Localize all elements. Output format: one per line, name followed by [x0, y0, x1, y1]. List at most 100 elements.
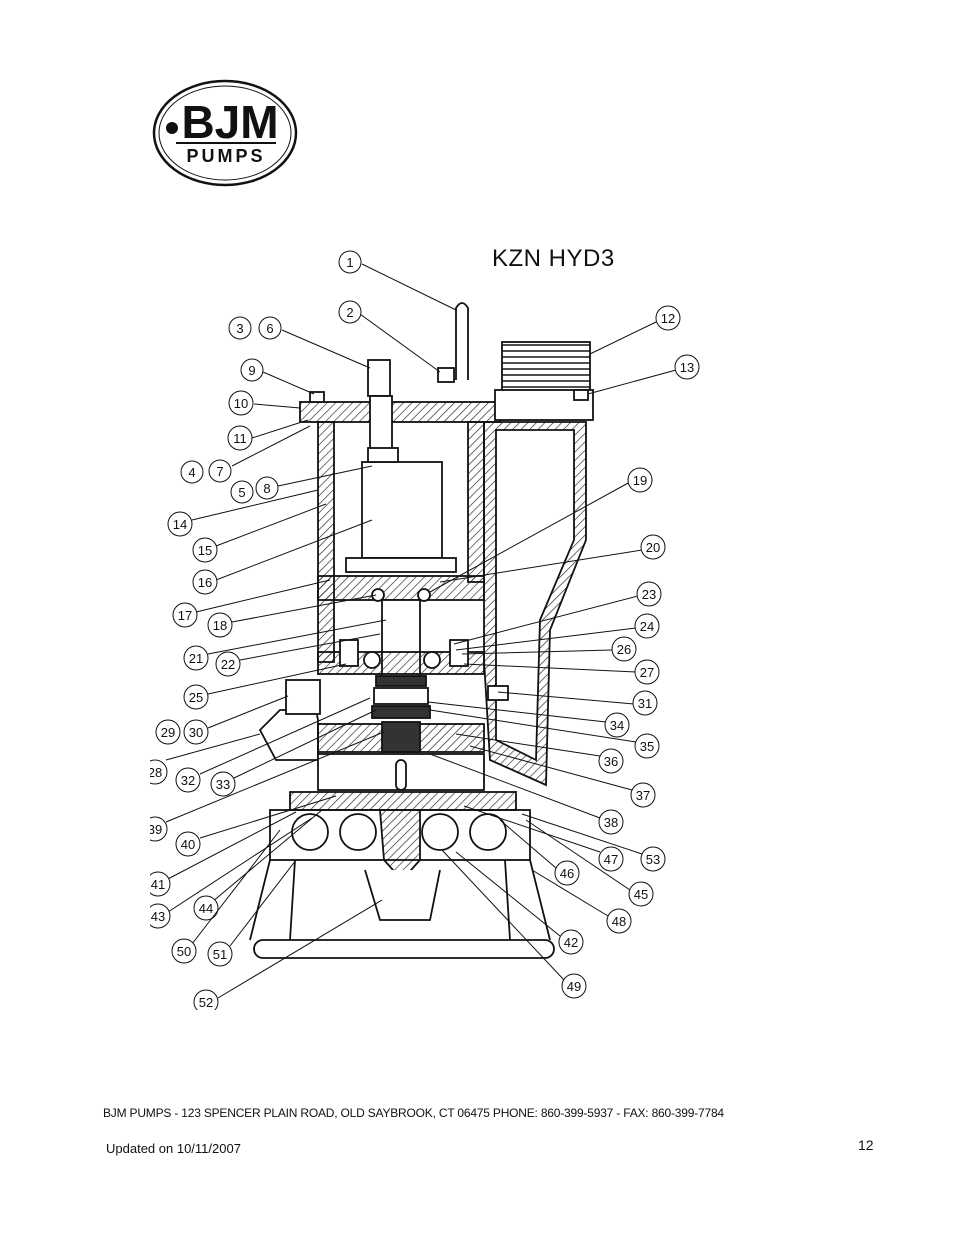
callout-3: 3: [228, 316, 252, 340]
svg-text:2: 2: [346, 305, 353, 320]
callout-11: 11: [227, 419, 309, 451]
callout-39: 39: [150, 731, 385, 842]
svg-text:43: 43: [151, 909, 165, 924]
svg-text:52: 52: [199, 995, 213, 1010]
callout-12: 12: [589, 305, 681, 355]
callout-9: 9: [240, 358, 315, 395]
svg-text:24: 24: [640, 619, 654, 634]
svg-text:27: 27: [640, 665, 654, 680]
bjm-pumps-logo: BJM PUMPS: [150, 78, 300, 188]
callout-25: 25: [183, 663, 347, 710]
svg-text:5: 5: [238, 485, 245, 500]
svg-text:7: 7: [216, 464, 223, 479]
callout-16: 16: [192, 519, 373, 595]
callout-28: 28: [150, 733, 261, 785]
svg-text:38: 38: [604, 815, 618, 830]
callout-6: 6: [258, 316, 371, 369]
diagram-title: KZN HYD3: [492, 245, 615, 272]
callout-4: 4: [180, 460, 204, 484]
svg-text:33: 33: [216, 777, 230, 792]
svg-text:28: 28: [150, 765, 162, 780]
svg-text:3: 3: [236, 321, 243, 336]
svg-text:44: 44: [199, 901, 213, 916]
callout-48: 48: [531, 869, 632, 934]
svg-text:14: 14: [173, 517, 187, 532]
svg-text:29: 29: [161, 725, 175, 740]
svg-text:36: 36: [604, 754, 618, 769]
callout-50: 50: [171, 829, 281, 964]
svg-text:39: 39: [150, 822, 162, 837]
svg-text:37: 37: [636, 788, 650, 803]
pump-cross-section-diagram: 1 2 3 6 9 10 11 4 7 5 8 14 15 16 17 18 2…: [150, 250, 700, 1010]
svg-text:34: 34: [610, 718, 624, 733]
callout-43: 43: [150, 817, 313, 929]
callout-37: 37: [469, 745, 656, 808]
callout-38: 38: [429, 753, 624, 835]
svg-text:1: 1: [346, 255, 353, 270]
svg-text:16: 16: [198, 575, 212, 590]
pump-body: [249, 302, 594, 959]
callout-30: 30: [183, 695, 289, 745]
callout-45: 45: [525, 819, 654, 907]
svg-text:40: 40: [181, 837, 195, 852]
callout-34: 34: [427, 701, 630, 738]
callout-49: 49: [441, 849, 587, 999]
svg-text:48: 48: [612, 914, 626, 929]
callout-2: 2: [338, 300, 441, 373]
callout-1: 1: [338, 250, 457, 311]
callout-32: 32: [175, 697, 371, 793]
callout-20: 20: [439, 534, 666, 583]
svg-text:21: 21: [189, 651, 203, 666]
svg-text:10: 10: [234, 396, 248, 411]
svg-text:11: 11: [233, 431, 247, 446]
svg-text:30: 30: [189, 725, 203, 740]
callout-44: 44: [193, 809, 323, 921]
svg-text:9: 9: [248, 363, 255, 378]
svg-text:31: 31: [638, 696, 652, 711]
callout-40: 40: [175, 795, 337, 857]
callout-33: 33: [210, 709, 377, 797]
svg-text:12: 12: [661, 311, 675, 326]
callout-17: 17: [172, 579, 331, 628]
callout-24: 24: [455, 613, 660, 651]
updated-date: Updated on 10/11/2007: [106, 1141, 241, 1156]
callout-41: 41: [150, 811, 297, 897]
callout-22: 22: [215, 633, 381, 677]
page-number: 12: [858, 1137, 874, 1153]
svg-text:45: 45: [634, 887, 648, 902]
svg-text:32: 32: [181, 773, 195, 788]
callout-31: 31: [497, 690, 658, 716]
svg-text:42: 42: [564, 935, 578, 950]
callout-52: 52: [193, 899, 383, 1010]
svg-text:17: 17: [178, 608, 192, 623]
callout-29: 29: [155, 719, 181, 745]
logo-pumps-text: PUMPS: [186, 146, 265, 166]
callout-51: 51: [207, 859, 297, 967]
callout-23: 23: [453, 581, 662, 645]
svg-text:6: 6: [266, 321, 273, 336]
callout-7: 7: [208, 425, 311, 483]
callout-19: 19: [429, 467, 653, 593]
callout-5: 5: [230, 480, 254, 504]
svg-text:4: 4: [188, 465, 195, 480]
callout-14: 14: [167, 489, 319, 537]
callout-36: 36: [455, 733, 624, 774]
callout-8: 8: [255, 465, 373, 500]
callout-42: 42: [455, 851, 584, 955]
svg-text:18: 18: [213, 618, 227, 633]
callout-18: 18: [207, 594, 377, 638]
callout-10: 10: [228, 390, 301, 416]
svg-text:25: 25: [189, 690, 203, 705]
svg-text:19: 19: [633, 473, 647, 488]
svg-text:49: 49: [567, 979, 581, 994]
svg-text:51: 51: [213, 947, 227, 962]
callout-53: 53: [521, 813, 666, 872]
callout-labels: 1 2 3 6 9 10 11 4 7 5 8 14 15 16 17 18 2…: [150, 250, 700, 1010]
logo-emblem: BJM PUMPS: [152, 79, 298, 187]
svg-text:15: 15: [198, 543, 212, 558]
svg-text:8: 8: [263, 481, 270, 496]
svg-text:23: 23: [642, 587, 656, 602]
callout-26: 26: [461, 636, 637, 662]
logo-bjm-text: BJM: [181, 96, 278, 148]
svg-text:41: 41: [151, 877, 165, 892]
